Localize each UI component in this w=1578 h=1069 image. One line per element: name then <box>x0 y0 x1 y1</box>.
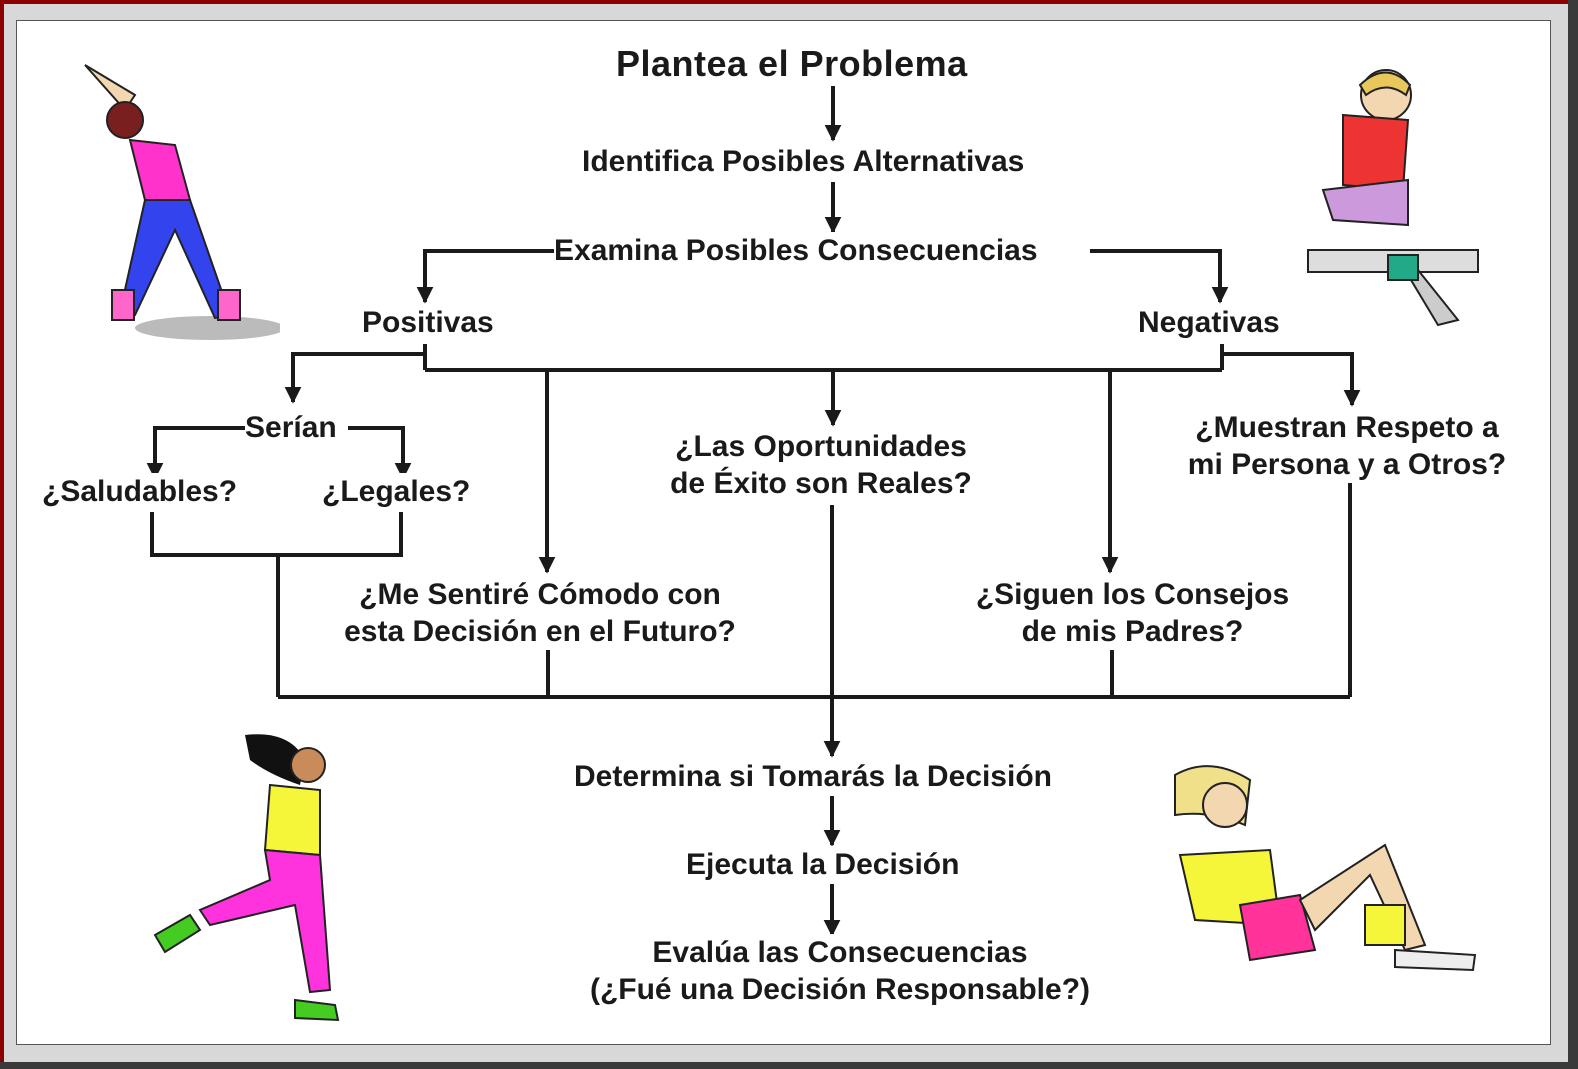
node-healthy: ¿Saludables? <box>42 473 238 510</box>
arrow-to-negative <box>1090 249 1229 304</box>
node-negative: Negativas <box>1138 304 1280 341</box>
arrow-to-legal <box>348 426 412 480</box>
arrow-to-positive <box>416 249 560 304</box>
node-parents-line1: ¿Siguen los Consejos <box>975 578 1290 611</box>
arrow-to-respect <box>1222 352 1361 407</box>
rowing-woman-illustration <box>1307 69 1479 327</box>
node-positive: Positivas <box>362 304 494 341</box>
node-opportunities-line1: ¿Las Oportunidades <box>675 430 967 463</box>
node-legal: ¿Legales? <box>322 473 471 510</box>
node-respect-line1: ¿Muestran Respeto a <box>1195 411 1499 444</box>
node-determine: Determina si Tomarás la Decisión <box>574 758 1052 795</box>
node-opportunities-line2: de Éxito son Reales? <box>670 467 972 500</box>
node-execute: Ejecuta la Decisión <box>686 846 960 883</box>
healthy-legal-merge <box>150 512 403 557</box>
arrow-to-serian <box>284 352 425 404</box>
node-comfortable-line1: ¿Me Sentiré Cómodo con <box>359 578 721 611</box>
node-consequences: Examina Posibles Consecuencias <box>554 232 1038 269</box>
running-woman-illustration <box>153 734 340 1022</box>
node-opportunities: ¿Las Oportunidades de Éxito son Reales? <box>650 428 992 502</box>
arrow-to-healthy <box>146 426 248 480</box>
node-parents: ¿Siguen los Consejos de mis Padres? <box>955 576 1310 650</box>
situps-woman-illustration <box>1174 765 1477 972</box>
node-respect: ¿Muestran Respeto a mi Persona y a Otros… <box>1168 409 1526 483</box>
node-would-be: Serían <box>245 409 337 446</box>
node-comfortable-line2: esta Decisión en el Futuro? <box>344 615 736 648</box>
stretching-woman-illustration <box>84 64 280 340</box>
node-evaluate-line1: Evalúa las Consecuencias <box>652 936 1028 969</box>
node-alternatives: Identifica Posibles Alternativas <box>582 143 1025 180</box>
node-evaluate: Evalúa las Consecuencias (¿Fué una Decis… <box>560 934 1120 1008</box>
node-problem: Plantea el Problema <box>616 43 968 84</box>
node-comfortable: ¿Me Sentiré Cómodo con esta Decisión en … <box>320 576 760 650</box>
node-parents-line2: de mis Padres? <box>1021 615 1244 648</box>
node-respect-line2: mi Persona y a Otros? <box>1187 448 1507 481</box>
node-evaluate-line2: (¿Fué una Decisión Responsable?) <box>589 973 1091 1006</box>
